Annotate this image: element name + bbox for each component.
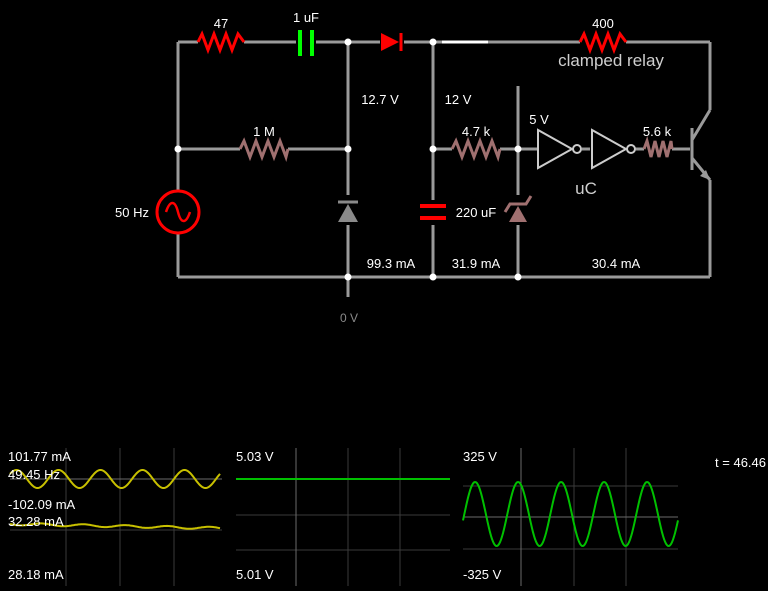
source-frequency-label: 50 Hz <box>115 205 149 220</box>
sine-wave-icon <box>164 201 192 223</box>
resistor-1m-label: 1 M <box>253 124 275 139</box>
voltage-5v: 5 V <box>529 112 549 127</box>
diode-ground[interactable] <box>338 200 358 222</box>
capacitor-1uf-label: 1 uF <box>293 10 319 25</box>
nodes <box>174 38 522 281</box>
scope-1-grid <box>10 448 222 586</box>
diode-top[interactable] <box>381 33 403 51</box>
scope-3-bottom: -325 V <box>463 567 502 582</box>
resistor-4-7k[interactable]: 4.7 k <box>450 124 502 163</box>
resistor-400[interactable]: 400 <box>578 16 628 55</box>
voltage-0v: 0 V <box>340 311 358 325</box>
scope-1-trace-current <box>9 469 221 489</box>
scope-1-bottom: 28.18 mA <box>8 567 64 582</box>
capacitor-220uf[interactable]: 220 uF <box>420 204 497 220</box>
scope-1[interactable]: 101.77 mA 49.45 Hz -102.09 mA 32.28 mA 2… <box>8 448 222 586</box>
voltage-12-7v: 12.7 V <box>361 92 399 107</box>
inverter-2[interactable] <box>591 128 636 170</box>
ac-source[interactable]: 50 Hz <box>115 189 201 235</box>
scope-3-trace <box>462 480 679 548</box>
current-31-9ma: 31.9 mA <box>452 256 501 271</box>
scope-1-mid: 32.28 mA <box>8 514 64 529</box>
scope-2-bottom: 5.01 V <box>236 567 274 582</box>
capacitor-220uf-label: 220 uF <box>456 205 497 220</box>
scope-1-min: -102.09 mA <box>8 497 76 512</box>
scope-3-top: 325 V <box>463 449 497 464</box>
scope-2[interactable]: 5.03 V 5.01 V <box>236 448 450 586</box>
relay-label: clamped relay <box>558 51 664 70</box>
scope-1-freq: 49.45 Hz <box>8 467 60 482</box>
uc-label: uC <box>575 179 597 198</box>
resistor-47[interactable]: 47 <box>196 16 246 55</box>
sim-time: t = 46.46 <box>715 455 766 470</box>
scope-1-trace-dc <box>9 522 221 530</box>
current-30-4ma: 30.4 mA <box>592 256 641 271</box>
inverter-1[interactable] <box>537 128 582 170</box>
scope-1-max: 101.77 mA <box>8 449 71 464</box>
resistor-4-7k-label: 4.7 k <box>462 124 491 139</box>
zener-diode[interactable] <box>503 195 533 222</box>
resistor-47-label: 47 <box>214 16 228 31</box>
current-99-3ma: 99.3 mA <box>367 256 416 271</box>
scope-2-top: 5.03 V <box>236 449 274 464</box>
wires <box>176 40 712 297</box>
scope-2-grid <box>236 448 450 586</box>
resistor-1m[interactable]: 1 M <box>238 124 290 163</box>
transistor[interactable] <box>690 109 712 181</box>
scope-3[interactable]: 325 V -325 V <box>462 448 679 586</box>
voltage-12v: 12 V <box>445 92 472 107</box>
capacitor-1uf[interactable]: 1 uF <box>293 10 319 56</box>
resistor-5-6k-label: 5.6 k <box>643 124 672 139</box>
resistor-400-label: 400 <box>592 16 614 31</box>
resistor-5-6k[interactable]: 5.6 k <box>642 124 674 158</box>
